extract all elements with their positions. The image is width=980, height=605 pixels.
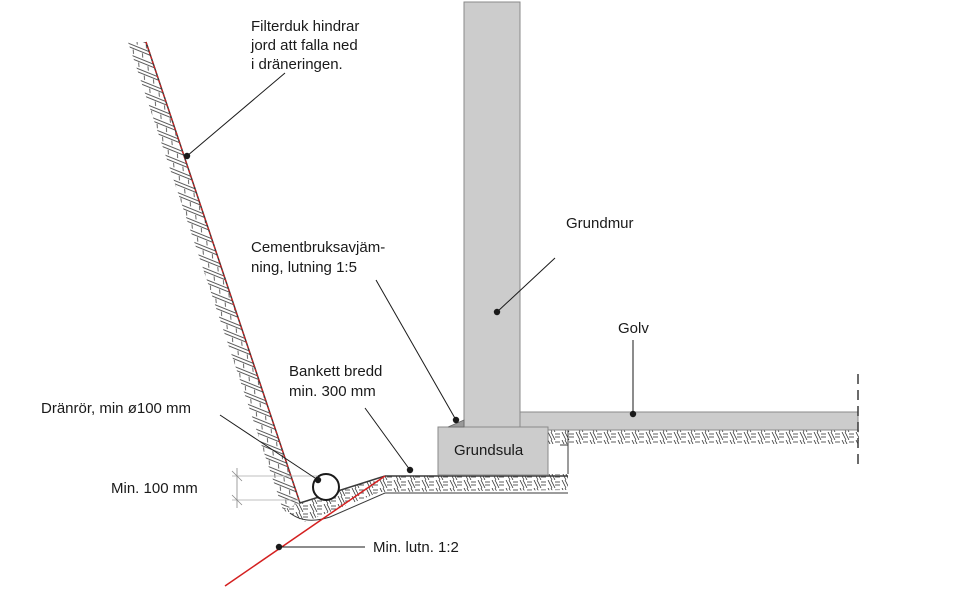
filter-fabric-line	[145, 41, 300, 501]
leader-lines	[186, 72, 634, 548]
dimension-100mm	[231, 468, 318, 508]
excavation-slope	[128, 41, 301, 510]
floor-slab	[519, 411, 859, 431]
label-golv: Golv	[618, 320, 649, 337]
floor-subgrade	[545, 430, 859, 474]
label-min-lutning: Min. lutn. 1:2	[373, 539, 459, 556]
label-cement-1: Cementbruksavjäm-	[251, 239, 385, 256]
label-filterduk-2: jord att falla ned	[250, 37, 358, 54]
trench-bottom-soil	[283, 474, 568, 522]
cement-fillet	[447, 419, 465, 428]
label-dranror: Dränrör, min ø100 mm	[41, 400, 191, 417]
label-min-100mm: Min. 100 mm	[111, 480, 198, 497]
footing	[437, 426, 549, 476]
label-grundmur: Grundmur	[566, 215, 634, 232]
slope-line-1-2	[224, 475, 386, 587]
label-bankett-1: Bankett bredd	[289, 363, 382, 380]
leader-dots	[183, 152, 637, 551]
label-filterduk-3: i dräneringen.	[251, 56, 343, 73]
label-bankett-2: min. 300 mm	[289, 383, 376, 400]
label-grundsula: Grundsula	[454, 442, 524, 459]
label-cement-2: ning, lutning 1:5	[251, 259, 357, 276]
foundation-wall	[463, 1, 521, 429]
label-filterduk-1: Filterduk hindrar	[251, 18, 359, 35]
